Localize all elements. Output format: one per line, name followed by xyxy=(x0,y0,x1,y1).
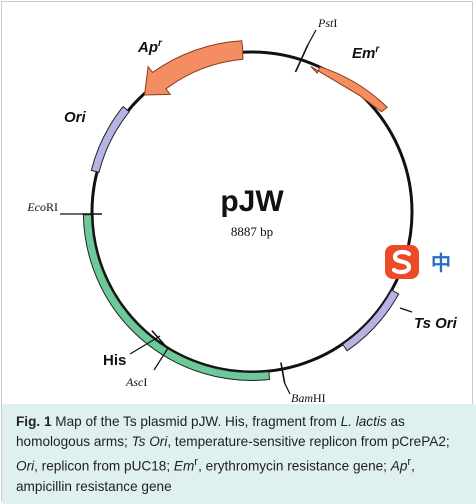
ecori-label-italic: Eco xyxy=(26,200,46,214)
ime-logo-s-icon xyxy=(391,249,412,275)
emr-feature xyxy=(310,65,388,113)
ecori-label-roman: RI xyxy=(46,200,58,214)
plasmid-size: 8887 bp xyxy=(231,224,273,239)
bamhi-leader xyxy=(284,383,291,395)
caption-text-1: Map of the Ts plasmid pJW. His, fragment… xyxy=(51,414,341,429)
plasmid-backbone xyxy=(90,50,414,374)
asci-leader xyxy=(153,348,169,371)
emr-label-base: Em xyxy=(352,45,375,62)
caption-italic-1: L. lactis xyxy=(340,414,387,429)
psti-label: PstI xyxy=(317,16,337,30)
asci-label-italic: Asc xyxy=(125,375,144,389)
ime-logo-char: 中 xyxy=(431,251,451,275)
apr-label-base: Ap xyxy=(137,39,158,56)
asci-site-tick xyxy=(151,330,169,350)
apr-label: Apr xyxy=(137,38,163,56)
apr-label-sup: r xyxy=(158,38,163,49)
caption-italic-2: Ts Ori xyxy=(131,434,168,449)
psti-label-roman: I xyxy=(333,16,337,30)
plasmid-map: pJW 8887 bp Apr Emr Ori His Ts Ori PstI … xyxy=(26,16,458,404)
plasmid-name: pJW xyxy=(220,185,284,218)
ori-feature xyxy=(90,105,130,174)
asci-label-roman: I xyxy=(143,375,147,389)
emr-label-sup: r xyxy=(375,44,380,55)
psti-label-italic: Pst xyxy=(317,16,334,30)
bamhi-label-italic: Bam xyxy=(291,391,313,404)
bamhi-label: BamHI xyxy=(291,391,326,404)
psti-leader xyxy=(307,29,317,45)
caption-text-2: as homologous arms; xyxy=(16,414,405,449)
figure-caption: Fig. 1 Map of the Ts plasmid pJW. His, f… xyxy=(2,404,476,504)
caption-italic-3: Ori xyxy=(16,458,35,474)
ecori-label: EcoRI xyxy=(26,200,58,214)
caption-text-4: , replicon from pUC18; xyxy=(34,458,174,474)
apr-feature xyxy=(143,40,244,96)
emr-label: Emr xyxy=(352,44,380,62)
caption-italic-5: Ap xyxy=(390,458,408,474)
his-feature xyxy=(82,214,271,381)
caption-text-6: , ampicillin resistance gene xyxy=(16,458,415,494)
bamhi-site-tick xyxy=(280,362,286,384)
ts-ori-label: Ts Ori xyxy=(414,315,458,332)
caption-sup-4: r xyxy=(194,456,199,468)
psti-site-tick xyxy=(294,44,309,73)
ts-ori-feature xyxy=(341,289,400,352)
ts-ori-leader xyxy=(399,307,413,313)
bamhi-label-roman: HI xyxy=(313,391,326,404)
caption-italic-4: Em xyxy=(173,458,195,474)
his-leader xyxy=(129,335,161,355)
caption-text-3: , temperature-sensitive replicon from pC… xyxy=(167,434,450,449)
caption-label: Fig. 1 xyxy=(16,414,52,429)
asci-label: AscI xyxy=(125,375,147,389)
ori-label: Ori xyxy=(64,109,87,126)
caption-text-5: , erythromycin resistance gene; xyxy=(198,458,391,474)
ime-logo[interactable]: 中 xyxy=(384,244,468,280)
caption-sup-5: r xyxy=(407,456,412,468)
his-label: His xyxy=(103,352,126,369)
